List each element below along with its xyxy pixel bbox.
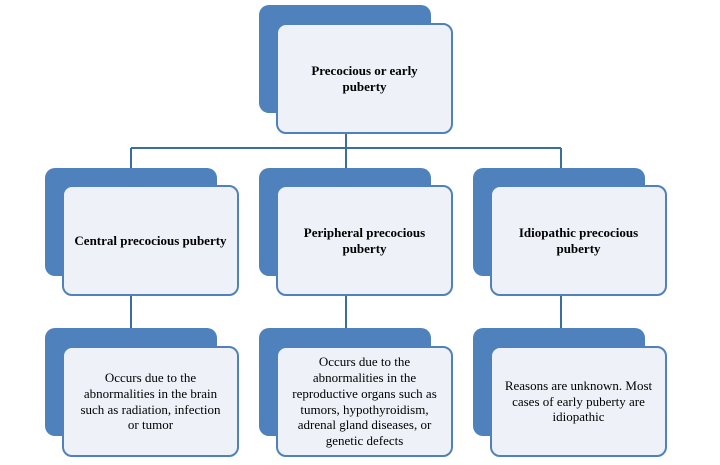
central-node: Central precocious puberty — [62, 185, 239, 296]
root-node: Precocious or early puberty — [276, 23, 453, 134]
peripheral-description-text: Occurs due to the abnormalities in the r… — [292, 353, 437, 449]
idiopathic-description-text: Reasons are unknown. Most cases of early… — [504, 377, 653, 425]
idiopathic-description: Reasons are unknown. Most cases of early… — [490, 346, 667, 457]
root-node-label: Precocious or early puberty — [311, 62, 418, 94]
peripheral-node: Peripheral precocious puberty — [276, 185, 453, 296]
central-description: Occurs due to the abnormalities in the b… — [62, 346, 239, 457]
idiopathic-node-label: Idiopathic precocious puberty — [518, 224, 639, 256]
central-description-text: Occurs due to the abnormalities in the b… — [80, 369, 221, 433]
peripheral-node-label: Peripheral precocious puberty — [303, 224, 426, 256]
idiopathic-node: Idiopathic precocious puberty — [490, 185, 667, 296]
central-node-label: Central precocious puberty — [74, 232, 227, 248]
peripheral-description: Occurs due to the abnormalities in the r… — [276, 346, 453, 457]
